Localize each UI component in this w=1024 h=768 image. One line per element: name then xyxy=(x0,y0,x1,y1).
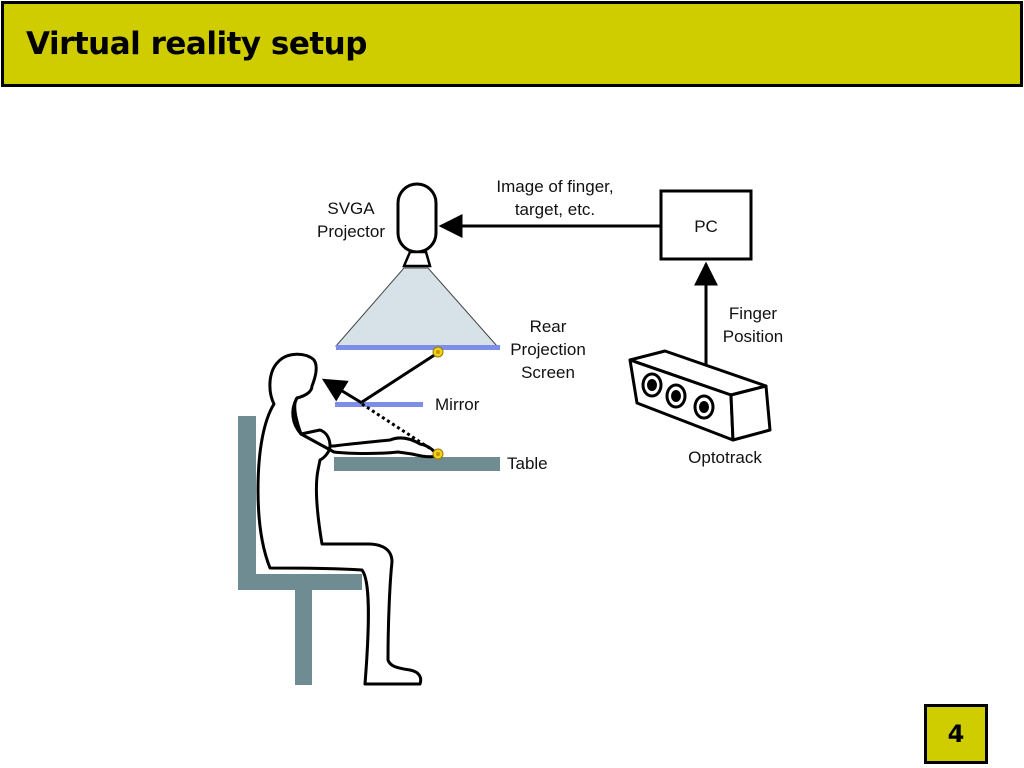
screen-label-line2: Projection xyxy=(510,340,586,359)
target-star-screen xyxy=(432,346,444,358)
optotrack-device xyxy=(628,349,772,442)
table xyxy=(334,457,500,471)
finger-position-label-line2: Position xyxy=(723,327,783,346)
image-label-line1: Image of finger, xyxy=(496,177,613,196)
projector-label-line1: SVGA xyxy=(327,199,375,218)
eye-ray xyxy=(321,378,363,405)
pc-box xyxy=(659,189,753,261)
screen-label-line3: Screen xyxy=(521,363,575,382)
screen-ray xyxy=(361,352,437,404)
chair xyxy=(238,416,362,685)
finger-position-label-line1: Finger xyxy=(729,304,778,323)
optotrack-label: Optotrack xyxy=(688,448,762,467)
projector-label-line2: Projector xyxy=(317,222,385,241)
image-label-line2: target, etc. xyxy=(515,200,595,219)
mirror xyxy=(335,402,423,407)
mirror-label: Mirror xyxy=(435,395,480,414)
screen-label-line1: Rear xyxy=(530,317,567,336)
target-star-table xyxy=(432,448,444,460)
projection-light-cone xyxy=(334,267,499,347)
page-number: 4 xyxy=(947,720,965,748)
svga-projector xyxy=(396,182,438,268)
title-bar: Virtual reality setup xyxy=(1,1,1023,87)
slide-title: Virtual reality setup xyxy=(26,26,367,62)
pc-label: PC xyxy=(694,217,718,236)
table-label: Table xyxy=(507,454,548,473)
rear-projection-screen xyxy=(336,345,500,350)
line-of-sight-dotted xyxy=(361,402,438,455)
seated-person xyxy=(256,352,438,686)
page-number-badge: 4 xyxy=(924,704,988,764)
